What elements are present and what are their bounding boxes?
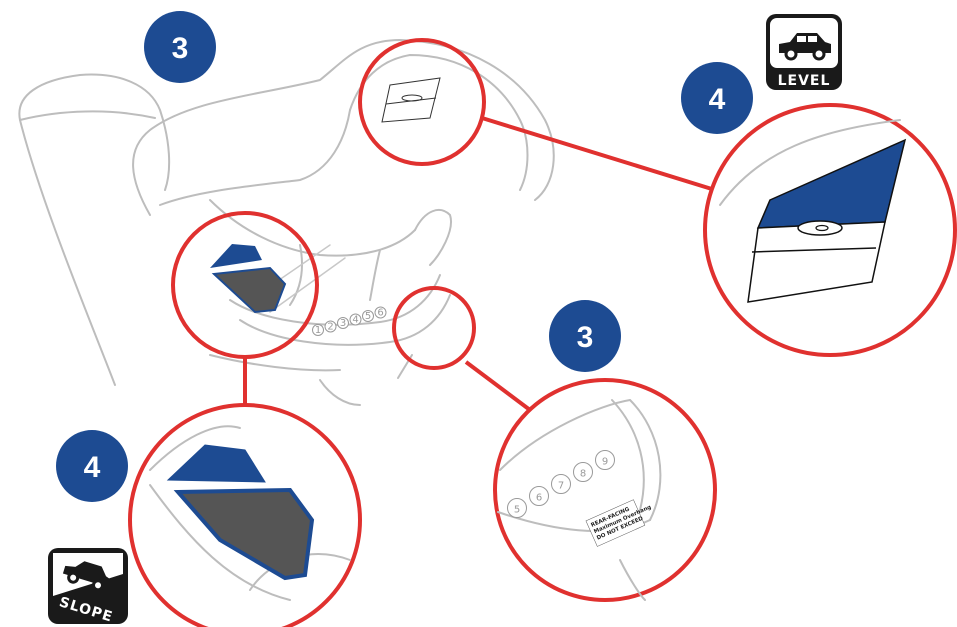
recline-position-number: 2 [327,321,333,332]
svg-text:3: 3 [577,321,594,354]
car-seat-illustration [19,40,553,405]
level-icon-label: LEVEL [778,73,831,89]
slope-zoom-callout [130,405,360,627]
step-badge-slope: 4 [56,430,128,502]
callout-ring-recline [394,288,474,368]
level-indicator-small [382,78,440,122]
level-zoom-callout [705,105,955,355]
recline-zoom-position-number: 8 [580,468,586,479]
car-slope-icon: SLOPE [48,548,128,626]
car-level-icon: LEVEL [766,14,842,90]
recline-position-number: 6 [377,307,383,318]
step-badge-level: 4 [681,62,753,134]
step-badge-top-left: 3 [144,11,216,83]
recline-position-number: 4 [352,314,358,325]
step-badge-recline: 3 [549,300,621,372]
svg-text:4: 4 [709,83,726,116]
connector-recline [466,362,530,410]
recline-position-number: 1 [315,325,321,336]
recline-zoom-position-number: 7 [558,480,564,491]
recline-position-number: 5 [365,311,371,322]
svg-text:4: 4 [84,451,101,484]
recline-position-number: 3 [340,318,346,329]
recline-zoom-position-number: 9 [602,456,608,467]
svg-text:3: 3 [172,32,189,65]
callout-ring-slope [173,213,317,357]
connector-level [482,118,715,190]
recline-zoom-position-number: 6 [536,492,542,503]
recline-zoom-position-number: 5 [514,504,520,515]
